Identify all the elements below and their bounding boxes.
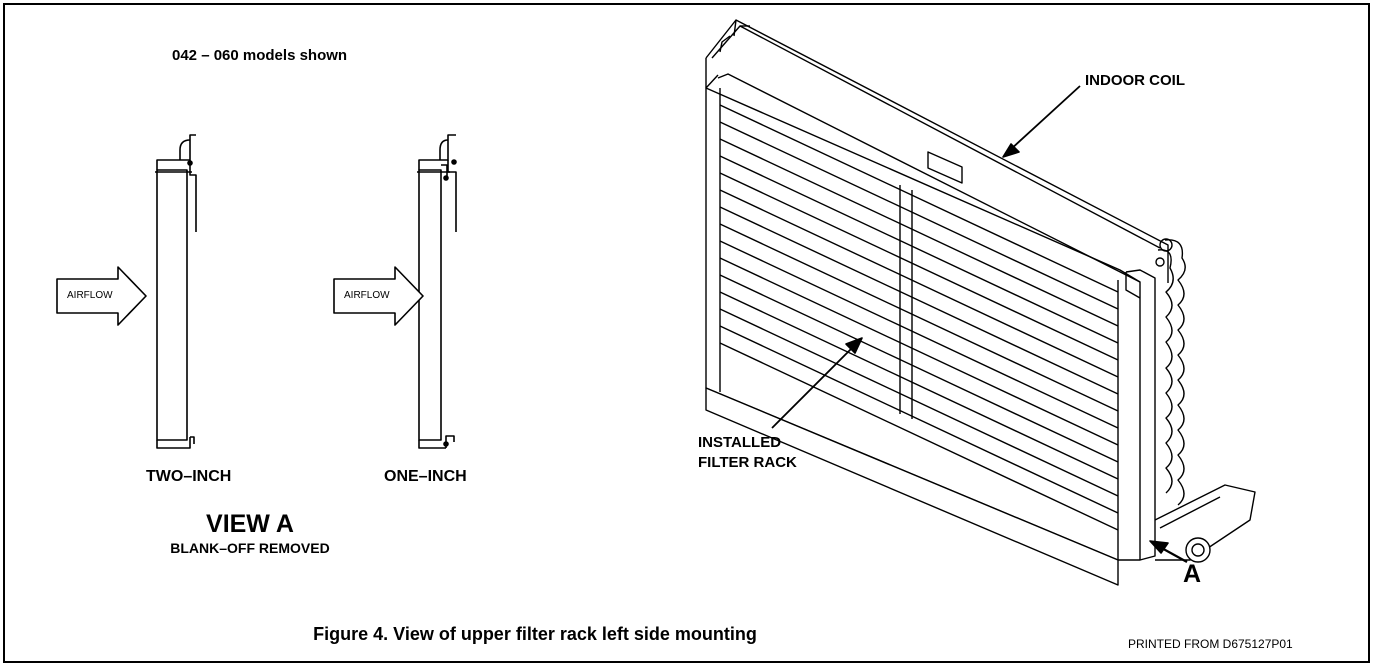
- one-inch-label: ONE–INCH: [384, 468, 467, 485]
- figure-caption: Figure 4. View of upper filter rack left…: [313, 624, 757, 644]
- filter-rack-callout-line2: FILTER RACK: [698, 454, 797, 471]
- one-inch-filter-rack-profile: [417, 134, 457, 449]
- indoor-coil-assembly: [705, 19, 1256, 586]
- airflow-arrow-icon: [56, 266, 147, 326]
- two-inch-filter-rack-profile: [155, 134, 197, 449]
- airflow-label: AIRFLOW: [344, 290, 390, 301]
- view-a-marker: A: [1183, 560, 1202, 588]
- indoor-coil-leader-arrow: [1002, 85, 1081, 158]
- view-a-arrow-icon: [1149, 540, 1188, 563]
- view-a-title: VIEW A: [206, 510, 294, 538]
- figure-frame: [3, 3, 1370, 663]
- two-inch-label: TWO–INCH: [146, 468, 232, 485]
- filter-rack-leader-arrow: [771, 337, 863, 429]
- airflow-label: AIRFLOW: [67, 290, 113, 301]
- airflow-arrow-icon: [333, 266, 424, 326]
- printed-from-note: PRINTED FROM D675127P01: [1128, 637, 1293, 651]
- view-a-subtitle: BLANK–OFF REMOVED: [170, 540, 330, 556]
- filter-rack-callout-line1: INSTALLED: [698, 434, 782, 451]
- models-note: 042 – 060 models shown: [172, 47, 348, 64]
- indoor-coil-callout: INDOOR COIL: [1085, 72, 1185, 89]
